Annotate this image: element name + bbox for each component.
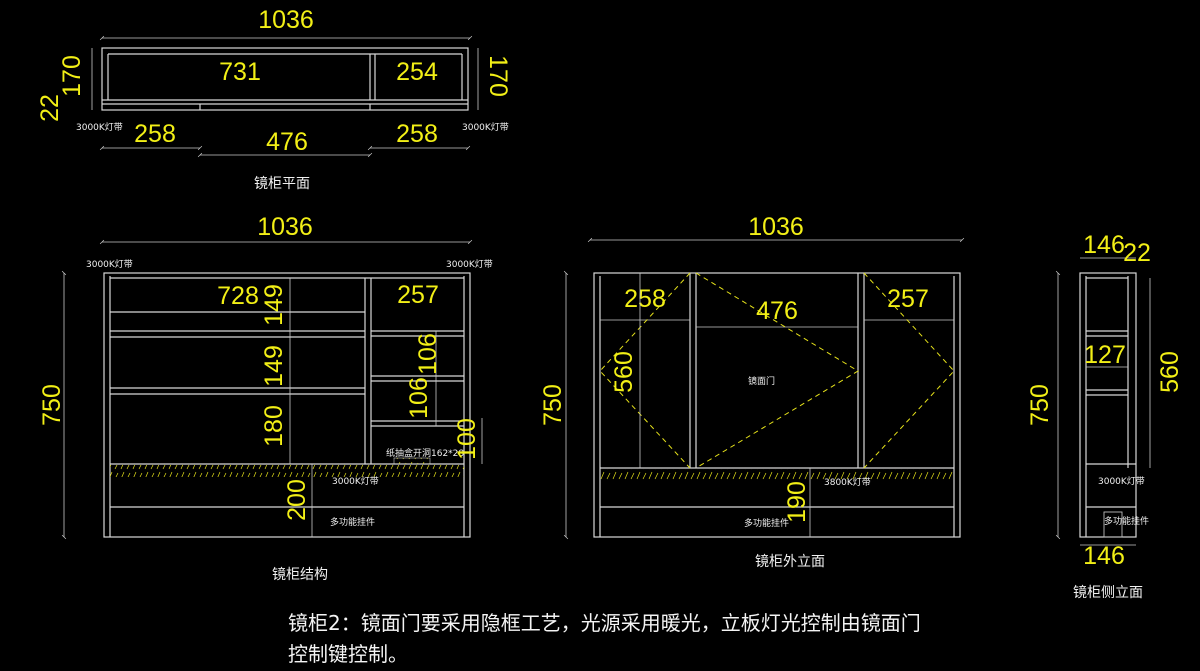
front-dim-left: 258 — [624, 285, 666, 313]
side-dim-bottom: 146 — [1083, 542, 1125, 570]
side-dim-inner: 127 — [1084, 341, 1126, 369]
side-view: 146 22 127 750 560 3000K灯带 多功能挂件 146 镜柜侧… — [1026, 231, 1184, 601]
front-door-middle-swing — [695, 272, 859, 469]
side-dim-door: 560 — [1156, 351, 1184, 393]
side-dim-frame: 22 — [1123, 239, 1151, 267]
structure-view: 1036 3000K灯带 3000K灯带 纸抽盒开洞162*28 3000K灯带… — [38, 213, 493, 583]
structure-led-strip — [110, 465, 464, 477]
structure-title: 镜柜结构 — [272, 567, 328, 583]
front-dim-lower: 190 — [783, 481, 811, 523]
plan-dim-right: 254 — [396, 58, 438, 86]
structure-dim-shelf2: 149 — [260, 345, 288, 387]
structure-dim-right: 257 — [397, 281, 439, 309]
front-view: 1036 258 476 257 750 560 190 镜面门 3800K灯带… — [539, 213, 965, 570]
plan-led-right: 3000K灯带 — [462, 122, 509, 133]
structure-led-top-left: 3000K灯带 — [86, 259, 133, 270]
structure-dim-left: 728 — [217, 282, 259, 310]
front-led-label: 3800K灯带 — [824, 477, 871, 488]
side-led-label: 3000K灯带 — [1098, 476, 1145, 487]
structure-led-bottom: 3000K灯带 — [332, 476, 379, 487]
plan-title: 镜柜平面 — [254, 176, 310, 192]
side-title: 镜柜侧立面 — [1073, 585, 1143, 601]
plan-dim-seg1: 258 — [134, 120, 176, 148]
structure-led-top-right: 3000K灯带 — [446, 259, 493, 270]
plan-dim-left: 731 — [219, 58, 261, 86]
side-dim-top: 146 — [1083, 231, 1125, 259]
structure-dim-lower: 200 — [283, 479, 311, 521]
front-led-strip — [600, 469, 954, 481]
front-bottom-label: 多功能挂件 — [744, 517, 789, 529]
front-dim-height: 750 — [539, 384, 567, 426]
structure-drawer-note: 纸抽盒开洞162*28 — [386, 447, 464, 459]
front-dim-door: 560 — [610, 351, 638, 393]
plan-dim-depth-left: 170 — [58, 55, 86, 97]
side-bottom-label: 多功能挂件 — [1104, 515, 1149, 527]
structure-bottom-label: 多功能挂件 — [330, 516, 375, 528]
front-dim-right: 257 — [887, 285, 929, 313]
design-note-line2: 控制键控制。 — [288, 642, 408, 666]
front-dim-middle: 476 — [756, 297, 798, 325]
plan-view: 1036 731 254 170 22 170 3000K灯带 3000K灯带 … — [36, 6, 512, 192]
structure-dim-total: 1036 — [257, 213, 313, 241]
structure-dim-height: 750 — [38, 384, 66, 426]
front-title: 镜柜外立面 — [755, 554, 825, 570]
structure-dim-shelf1: 149 — [260, 284, 288, 326]
structure-dim-shelf3: 180 — [260, 405, 288, 447]
front-door-label: 镜面门 — [748, 375, 775, 387]
plan-dim-depth-right: 170 — [484, 55, 512, 97]
design-note-line1: 镜柜2：镜面门要采用隐框工艺，光源采用暖光，立板灯光控制由镜面门 — [288, 611, 921, 635]
plan-led-left: 3000K灯带 — [76, 122, 123, 133]
plan-dim-total: 1036 — [258, 6, 314, 34]
plan-dim-seg3: 258 — [396, 120, 438, 148]
side-dim-height: 750 — [1026, 384, 1054, 426]
structure-dim-r1: 106 — [414, 333, 442, 375]
plan-dim-seg2: 476 — [266, 128, 308, 156]
plan-dim-frame: 22 — [36, 94, 64, 122]
design-note: 镜柜2：镜面门要采用隐框工艺，光源采用暖光，立板灯光控制由镜面门 控制键控制。 — [288, 608, 1118, 670]
structure-dim-r3: 100 — [453, 418, 481, 460]
front-dim-total: 1036 — [748, 213, 804, 241]
structure-dim-r2: 106 — [405, 377, 433, 419]
